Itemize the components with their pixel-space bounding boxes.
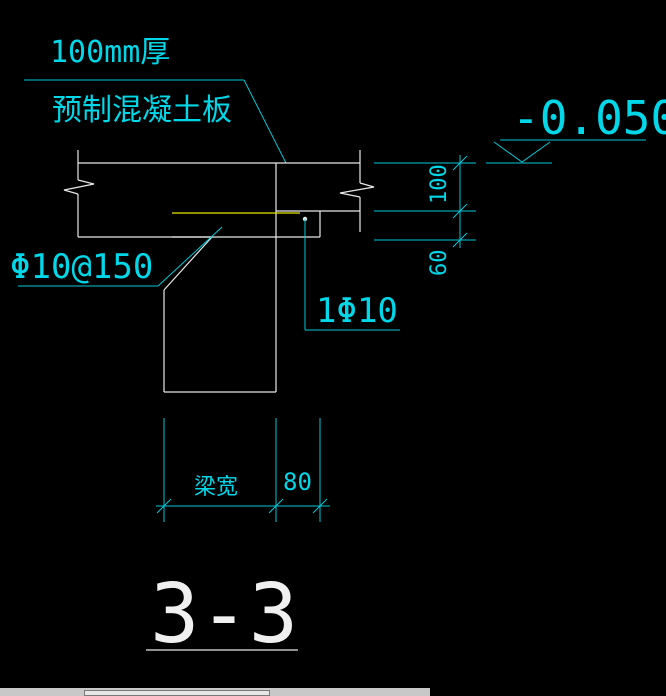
dim-60-label: 60: [427, 250, 452, 277]
dim-100-label: 100: [427, 164, 452, 204]
bar-label: 1Φ10: [316, 291, 398, 331]
slab-label-thickness: 100mm厚: [50, 35, 170, 70]
vertical-dimension: [374, 155, 476, 248]
horizontal-dimension: [156, 418, 330, 522]
elevation-label: -0.050: [512, 91, 666, 145]
beam-outline: [163, 163, 277, 393]
dim-80-label: 80: [283, 468, 312, 496]
bar-label-leader: [304, 219, 400, 331]
precast-slab-outline: [63, 150, 375, 238]
dim-beam-width-label: 梁宽: [194, 475, 238, 500]
rebar-detail: [172, 211, 321, 238]
slab-label-leader: [24, 79, 287, 164]
section-title: 3-3: [150, 567, 298, 662]
stirrup-label-leader: [18, 226, 223, 287]
status-bar-field[interactable]: [84, 690, 270, 696]
stirrup-label: Φ10@150: [10, 247, 153, 287]
elevation-symbol: [486, 139, 646, 164]
slab-label-material: 预制混凝土板: [52, 93, 232, 128]
